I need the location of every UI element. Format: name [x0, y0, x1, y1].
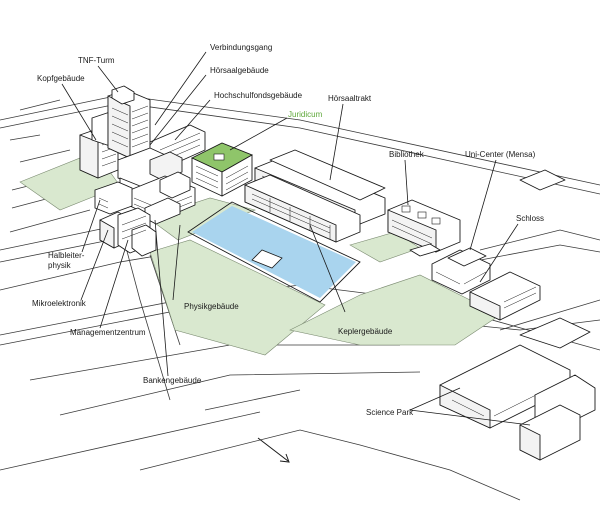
label-managementzentrum: Managementzentrum: [70, 328, 146, 337]
label-verbindungsgang: Verbindungsgang: [210, 43, 272, 52]
pond: [187, 201, 361, 303]
building-bibliothek: [387, 199, 461, 253]
label-hoersaalgebaeude: Hörsaalgebäude: [210, 66, 269, 75]
label-bankengebaeude: Bankengebäude: [143, 376, 202, 385]
labels: TNF-Turm Kopfgebäude Verbindungsgang Hör…: [32, 43, 544, 417]
road-network: [0, 94, 600, 501]
buildings: [79, 85, 596, 461]
label-tnf-turm: TNF-Turm: [78, 56, 115, 65]
building-juridicum: [190, 142, 254, 197]
pond-basin: [192, 206, 356, 298]
north-arrow-icon: [257, 437, 290, 463]
building-bankengebaeude: [159, 171, 191, 199]
label-halbleiterphysik-line1: Halbleiter-: [48, 251, 85, 260]
building-schloss: [469, 271, 541, 321]
label-schloss: Schloss: [516, 214, 544, 223]
building-keplergebaeude: [244, 174, 361, 243]
building-uni-center: [431, 247, 491, 295]
leader-lines: [61, 51, 531, 426]
label-juridicum: Juridicum: [288, 110, 323, 119]
building-hoersaalgebaeude: [117, 147, 183, 189]
label-physikgebaeude: Physikgebäude: [184, 302, 239, 311]
label-mikroelektronik: Mikroelektronik: [32, 299, 87, 308]
building-managementzentrum: [117, 207, 157, 257]
label-uni-center: Uni-Center (Mensa): [465, 150, 536, 159]
label-hochschulfondsgebaeude: Hochschulfondsgebäude: [214, 91, 303, 100]
building-science-park: [439, 317, 596, 461]
label-hoersaaltrakt: Hörsaaltrakt: [328, 94, 372, 103]
label-halbleiterphysik-line2: physik: [48, 261, 72, 270]
pond-platform: [251, 249, 283, 269]
label-bibliothek: Bibliothek: [389, 150, 425, 159]
pond-rim: [187, 201, 361, 303]
label-kopfgebaeude: Kopfgebäude: [37, 74, 85, 83]
building-halbleiterphysik: [94, 181, 133, 215]
building-tnf-turm: [107, 85, 151, 159]
label-science-park: Science Park: [366, 408, 414, 417]
label-keplergebaeude: Keplergebäude: [338, 327, 393, 336]
building-misc: [409, 169, 566, 257]
